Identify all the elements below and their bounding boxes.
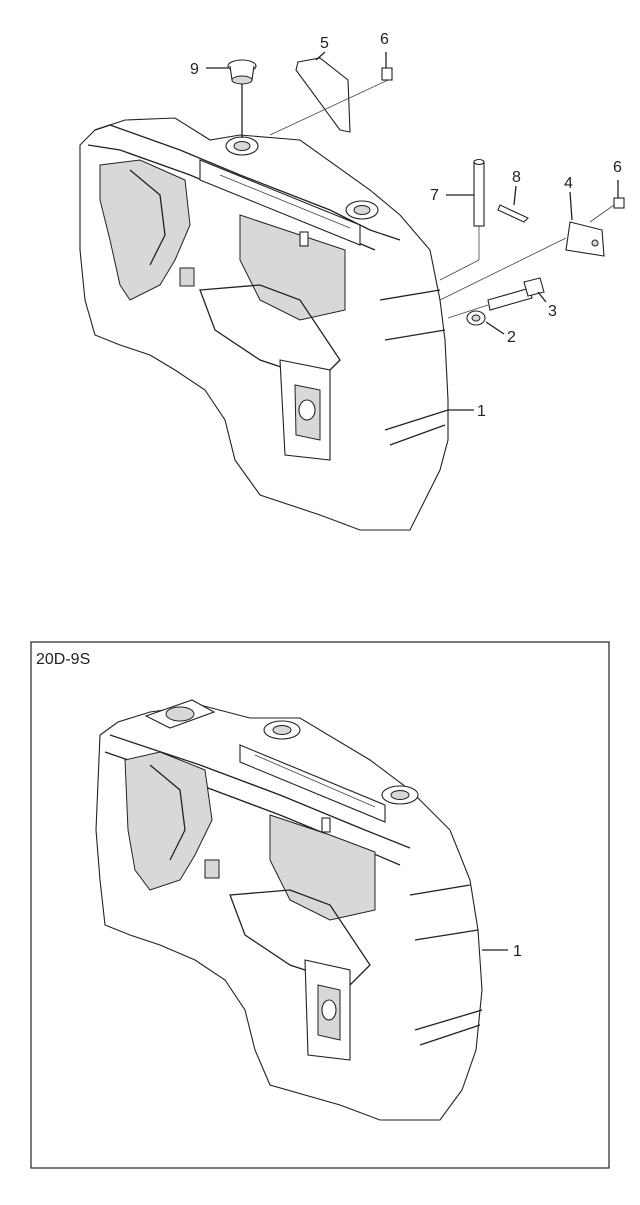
callout-3: 3	[548, 303, 557, 320]
part-5-plate	[269, 51, 389, 136]
part-7-pin	[439, 158, 485, 281]
callout-7: 7	[430, 187, 439, 204]
counterweight-top	[79, 117, 449, 531]
part-3-bolt	[447, 277, 547, 319]
callout-9: 9	[190, 61, 199, 78]
variant-label: 20D-9S	[36, 651, 90, 668]
callout-6-right: 6	[613, 159, 622, 176]
callout-6-top: 6	[380, 31, 389, 48]
variant-frame	[30, 641, 610, 1169]
callout-8: 8	[512, 169, 521, 186]
part-6-bolt-top	[381, 52, 393, 81]
counterweight-variant	[95, 699, 483, 1121]
callout-1-top: 1	[477, 403, 486, 420]
callout-1-variant: 1	[513, 943, 522, 960]
part-2-washer	[466, 310, 505, 335]
part-9-cap	[206, 59, 257, 138]
callout-5: 5	[320, 35, 329, 52]
part-8-split-pin	[497, 185, 529, 223]
callout-2: 2	[507, 329, 516, 346]
callout-4: 4	[564, 175, 573, 192]
part-4-bracket	[439, 191, 605, 301]
part-6-bolt-right	[589, 180, 625, 223]
